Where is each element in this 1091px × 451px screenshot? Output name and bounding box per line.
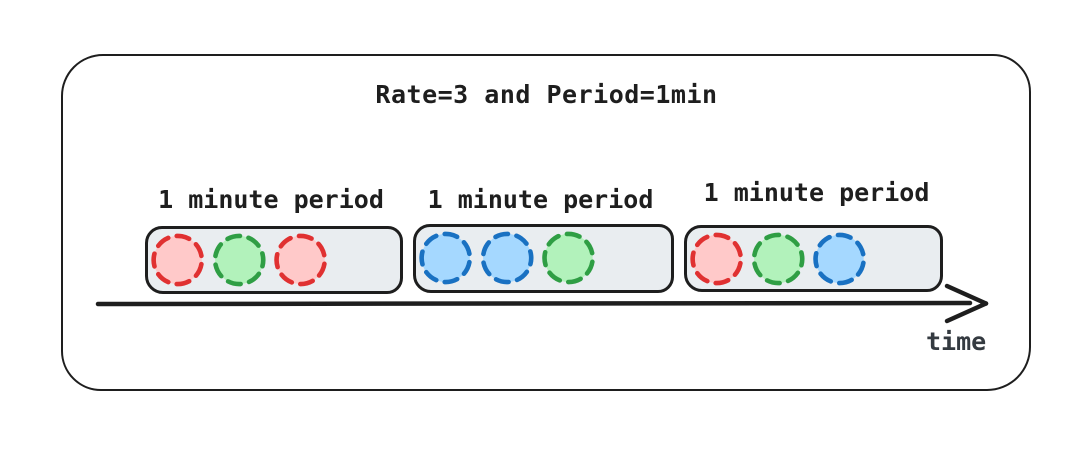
time-axis-label: time bbox=[926, 327, 987, 356]
blue-request-circle bbox=[480, 231, 534, 285]
request-circles-3 bbox=[690, 232, 866, 286]
green-request-circle bbox=[751, 232, 805, 286]
red-request-circle bbox=[151, 233, 205, 287]
green-request-circle bbox=[212, 233, 266, 287]
request-circles-1 bbox=[151, 233, 328, 287]
red-request-circle bbox=[274, 233, 328, 287]
red-request-circle bbox=[690, 232, 744, 286]
period-box-2 bbox=[413, 224, 674, 293]
green-request-circle bbox=[542, 231, 595, 285]
period-label-2: 1 minute period bbox=[427, 185, 654, 214]
blue-request-circle bbox=[419, 231, 473, 285]
period-label-1: 1 minute period bbox=[158, 185, 384, 214]
period-box-1 bbox=[145, 226, 403, 294]
diagram-frame bbox=[61, 54, 1031, 391]
request-circles-2 bbox=[419, 231, 595, 285]
diagram-title: Rate=3 and Period=1min bbox=[375, 80, 718, 109]
period-label-3: 1 minute period bbox=[703, 178, 930, 207]
period-box-3 bbox=[684, 225, 943, 292]
blue-request-circle bbox=[813, 232, 866, 286]
